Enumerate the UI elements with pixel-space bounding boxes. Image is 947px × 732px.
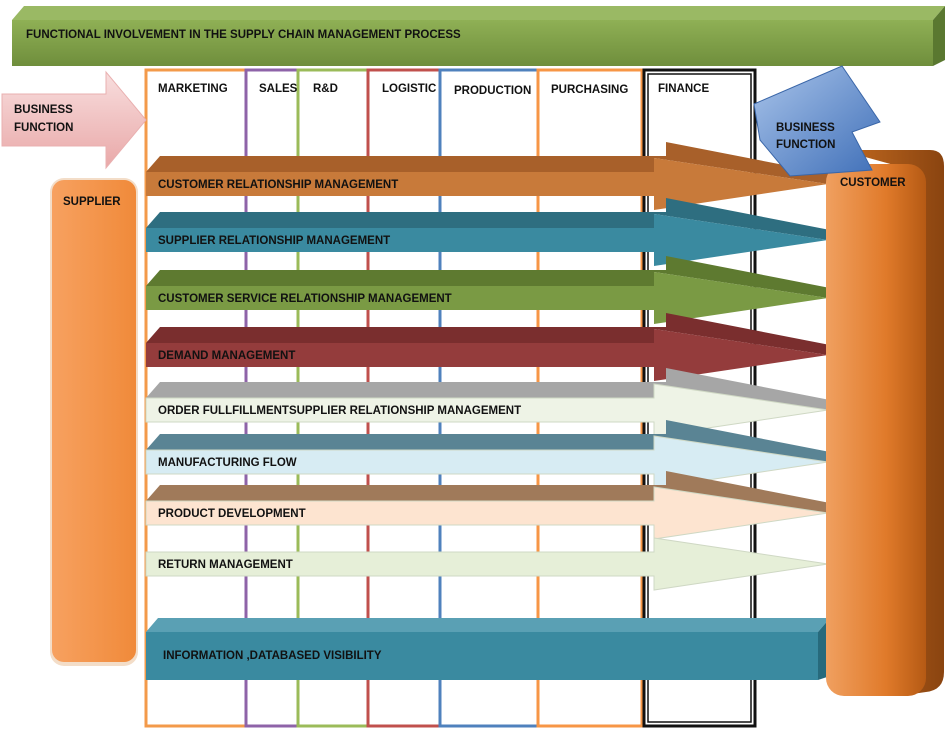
process-arrow-top	[146, 313, 830, 355]
process-arrow: CUSTOMER RELATIONSHIP MANAGEMENT	[146, 142, 830, 210]
process-label: ORDER FULLFILLMENTSUPPLIER RELATIONSHIP …	[158, 405, 521, 417]
function-label-logistic: LOGISTIC	[382, 83, 436, 95]
process-label: DEMAND MANAGEMENT	[158, 350, 295, 362]
process-arrow: SUPPLIER RELATIONSHIP MANAGEMENT	[146, 198, 830, 266]
process-arrow-body	[146, 272, 828, 324]
process-arrow-top	[146, 256, 830, 298]
function-label-finance: FINANCE	[658, 83, 709, 95]
business-function-arrow-right: BUSINESS FUNCTION	[753, 65, 881, 177]
process-label: CUSTOMER SERVICE RELATIONSHIP MANAGEMENT	[158, 293, 452, 305]
process-label: RETURN MANAGEMENT	[158, 559, 293, 571]
function-label-marketing: MARKETING	[158, 83, 228, 95]
process-arrow: MANUFACTURING FLOW	[145, 420, 830, 489]
information-bar: INFORMATION ,DATABASED VISIBILITY	[146, 618, 830, 680]
function-label-production: PRODUCTION	[454, 85, 531, 97]
process-label: MANUFACTURING FLOW	[158, 457, 297, 469]
process-arrow: ORDER FULLFILLMENTSUPPLIER RELATIONSHIP …	[145, 368, 830, 437]
customer-block: CUSTOMER	[826, 150, 944, 696]
customer-label: CUSTOMER	[840, 177, 906, 189]
process-label: CUSTOMER RELATIONSHIP MANAGEMENT	[158, 179, 398, 191]
process-arrow-top	[146, 471, 830, 513]
process-arrow-body	[145, 537, 829, 591]
process-arrow-body	[146, 214, 828, 266]
header-bar: FUNCTIONAL INVOLVEMENT IN THE SUPPLY CHA…	[12, 6, 945, 66]
process-label: SUPPLIER RELATIONSHIP MANAGEMENT	[158, 235, 390, 247]
process-arrow-body	[145, 435, 829, 489]
supplier-label: SUPPLIER	[63, 196, 121, 208]
process-arrow-body	[146, 329, 828, 381]
information-label: INFORMATION ,DATABASED VISIBILITY	[163, 650, 382, 662]
business-function-right-line2: FUNCTION	[776, 139, 835, 151]
function-label-purchasing: PURCHASING	[551, 84, 628, 96]
business-function-left-line2: FUNCTION	[14, 122, 73, 134]
process-arrow: RETURN MANAGEMENT	[145, 537, 829, 591]
function-label-rnd: R&D	[313, 83, 338, 95]
process-arrow: DEMAND MANAGEMENT	[146, 313, 830, 381]
function-label-sales: SALES	[259, 83, 298, 95]
business-function-left-line1: BUSINESS	[14, 104, 73, 116]
process-arrow-top	[146, 198, 830, 240]
process-arrow-body	[145, 383, 829, 437]
header-title: FUNCTIONAL INVOLVEMENT IN THE SUPPLY CHA…	[26, 29, 461, 41]
process-arrow-body	[146, 158, 828, 210]
process-arrow-top	[146, 368, 830, 410]
process-arrow-top	[146, 420, 830, 462]
business-function-right-line1: BUSINESS	[776, 122, 835, 134]
process-arrow: PRODUCT DEVELOPMENT	[145, 471, 830, 540]
process-arrows: CUSTOMER RELATIONSHIP MANAGEMENT SUPPLIER…	[145, 142, 830, 591]
business-function-arrow-left: BUSINESS FUNCTION	[1, 70, 147, 170]
process-arrow-top	[146, 142, 830, 184]
supplier-block: SUPPLIER	[50, 178, 138, 666]
process-arrow: CUSTOMER SERVICE RELATIONSHIP MANAGEMENT	[146, 256, 830, 324]
process-arrow-body	[145, 486, 829, 540]
process-label: PRODUCT DEVELOPMENT	[158, 508, 306, 520]
